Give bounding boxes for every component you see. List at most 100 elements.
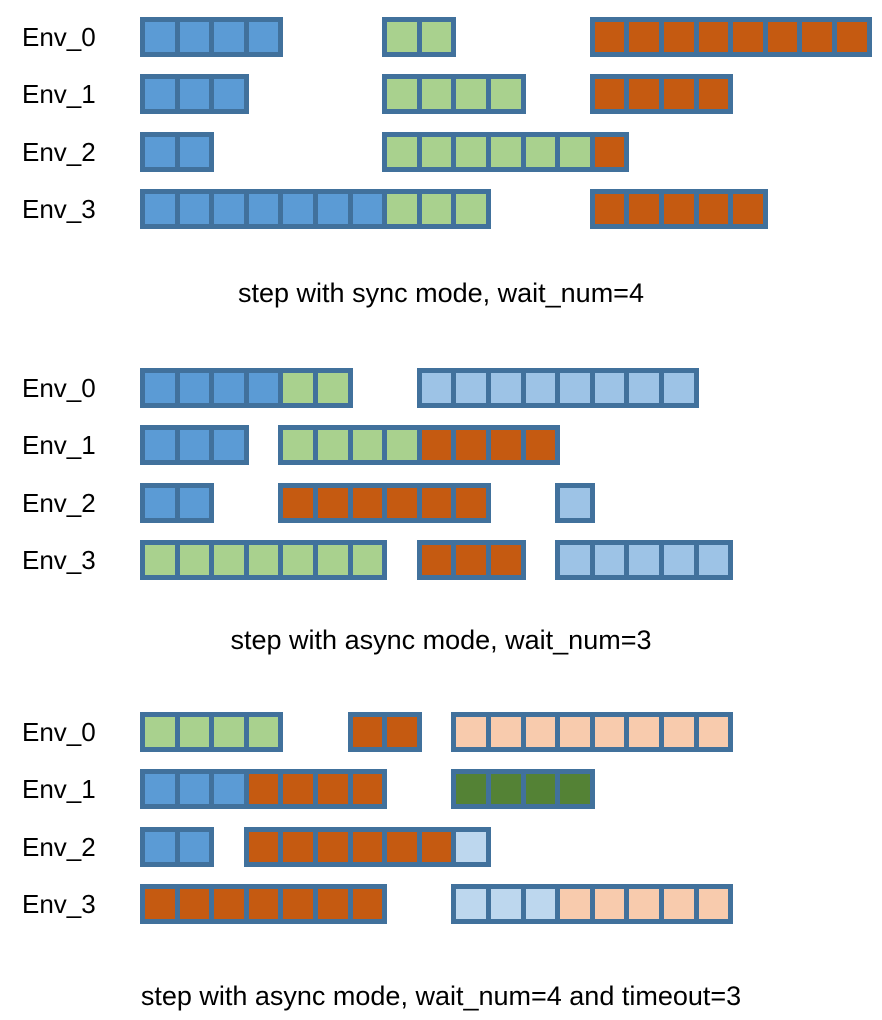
- step-cell-green: [421, 79, 452, 109]
- step-cell-blue: [179, 832, 210, 862]
- step-cell-lightblue: [629, 545, 659, 575]
- step-cell-green: [490, 79, 521, 109]
- step-cell-green: [145, 545, 175, 575]
- step-cell-blue: [145, 22, 175, 52]
- step-cell-orange: [594, 194, 625, 224]
- step-cell-orange: [490, 545, 521, 575]
- step-cell-green: [456, 79, 486, 109]
- step-cell-orange: [698, 79, 729, 109]
- step-cell-orange: [387, 717, 417, 747]
- step-cell-green: [421, 194, 452, 224]
- step-cell-green: [352, 545, 383, 575]
- step-cell-peach: [560, 889, 590, 919]
- step-bar: [140, 769, 388, 809]
- step-cell-orange: [629, 79, 659, 109]
- step-cell-blue: [352, 194, 383, 224]
- step-bar: [140, 368, 353, 408]
- step-bar: [140, 17, 284, 57]
- step-cell-lightblue: [629, 373, 659, 403]
- env-label: Env_1: [22, 430, 96, 460]
- step-cell-green: [525, 137, 556, 167]
- step-cell-blue: [145, 194, 175, 224]
- step-cell-orange: [283, 488, 313, 518]
- step-cell-orange: [594, 137, 625, 167]
- step-cell-peach: [629, 889, 659, 919]
- step-cell-orange: [663, 79, 694, 109]
- step-cell-paleblue: [525, 889, 556, 919]
- step-cell-lightblue: [456, 373, 486, 403]
- step-cell-lightblue: [663, 373, 694, 403]
- step-cell-green: [214, 717, 244, 747]
- step-cell-orange: [317, 774, 348, 804]
- step-cell-orange: [767, 22, 798, 52]
- step-cell-blue: [145, 373, 175, 403]
- step-cell-orange: [421, 488, 452, 518]
- env-label: Env_2: [22, 137, 96, 167]
- panel-caption: step with async mode, wait_num=4 and tim…: [140, 981, 742, 1011]
- step-cell-lightblue: [698, 545, 729, 575]
- step-cell-orange: [629, 194, 659, 224]
- step-bar: [555, 483, 595, 523]
- step-cell-blue: [145, 137, 175, 167]
- step-cell-orange: [145, 889, 175, 919]
- step-cell-darkgreen: [525, 774, 556, 804]
- step-cell-orange: [283, 774, 313, 804]
- step-cell-blue: [179, 79, 210, 109]
- step-cell-peach: [698, 717, 729, 747]
- step-cell-orange: [456, 488, 486, 518]
- step-bar: [589, 17, 872, 57]
- step-cell-orange: [352, 889, 383, 919]
- step-cell-green: [179, 717, 210, 747]
- step-cell-green: [248, 717, 279, 747]
- step-cell-lightblue: [421, 373, 452, 403]
- step-bar: [243, 827, 491, 867]
- step-cell-green: [214, 545, 244, 575]
- step-cell-orange: [214, 889, 244, 919]
- step-bar: [278, 425, 561, 465]
- step-cell-blue: [214, 774, 244, 804]
- env-label: Env_3: [22, 194, 96, 224]
- step-cell-lightblue: [560, 373, 590, 403]
- step-cell-lightblue: [663, 545, 694, 575]
- step-bar: [140, 132, 215, 172]
- step-bar: [347, 712, 422, 752]
- step-cell-orange: [317, 832, 348, 862]
- step-cell-blue: [214, 79, 244, 109]
- step-cell-orange: [456, 430, 486, 460]
- step-cell-orange: [352, 832, 383, 862]
- env-label: Env_3: [22, 545, 96, 575]
- step-cell-green: [145, 717, 175, 747]
- step-cell-green: [387, 79, 417, 109]
- env-label: Env_0: [22, 22, 96, 52]
- step-cell-blue: [179, 373, 210, 403]
- step-bar: [555, 540, 734, 580]
- step-bar: [589, 74, 734, 114]
- step-cell-peach: [698, 889, 729, 919]
- step-cell-green: [387, 194, 417, 224]
- step-cell-green: [317, 545, 348, 575]
- step-cell-green: [387, 137, 417, 167]
- step-cell-orange: [490, 430, 521, 460]
- step-cell-orange: [663, 22, 694, 52]
- step-bar: [140, 189, 491, 229]
- step-cell-blue: [145, 79, 175, 109]
- step-cell-blue: [145, 430, 175, 460]
- step-cell-paleblue: [456, 889, 486, 919]
- step-cell-orange: [733, 22, 763, 52]
- step-cell-orange: [836, 22, 867, 52]
- step-cell-peach: [456, 717, 486, 747]
- step-cell-orange: [283, 889, 313, 919]
- step-cell-blue: [317, 194, 348, 224]
- step-cell-darkgreen: [456, 774, 486, 804]
- step-cell-blue: [214, 373, 244, 403]
- step-bar: [140, 827, 215, 867]
- step-cell-orange: [629, 22, 659, 52]
- step-cell-lightblue: [594, 373, 625, 403]
- step-cell-lightblue: [525, 373, 556, 403]
- env-label: Env_2: [22, 832, 96, 862]
- step-bar: [140, 425, 249, 465]
- step-cell-green: [283, 430, 313, 460]
- step-cell-green: [317, 373, 348, 403]
